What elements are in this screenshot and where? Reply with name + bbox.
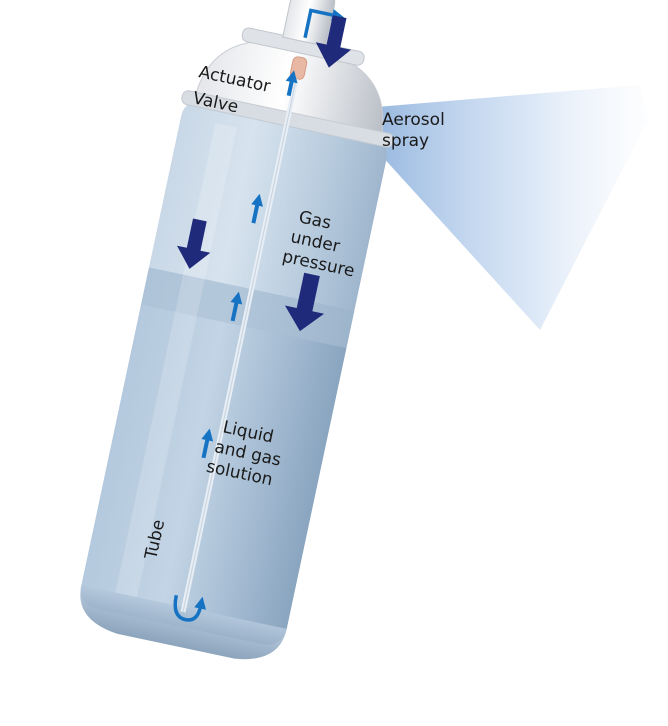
pressure-arrow-left bbox=[177, 218, 211, 269]
aerosol-can bbox=[77, 0, 395, 660]
can-bottom bbox=[80, 585, 287, 660]
push-down-arrow bbox=[315, 15, 352, 68]
flow-arrows bbox=[173, 70, 298, 622]
label-liquid-gas-solution: Liquid and gas solution bbox=[204, 417, 283, 490]
svg-text:spray: spray bbox=[382, 131, 429, 151]
svg-text:Aerosol: Aerosol bbox=[382, 110, 445, 130]
pressure-arrows bbox=[177, 218, 325, 332]
label-aerosol-spray: Aerosol spray bbox=[382, 110, 445, 151]
pressure-arrow-right bbox=[284, 272, 325, 332]
tube-inlet-arrow bbox=[173, 594, 203, 622]
aerosol-spray-cone bbox=[340, 85, 648, 330]
